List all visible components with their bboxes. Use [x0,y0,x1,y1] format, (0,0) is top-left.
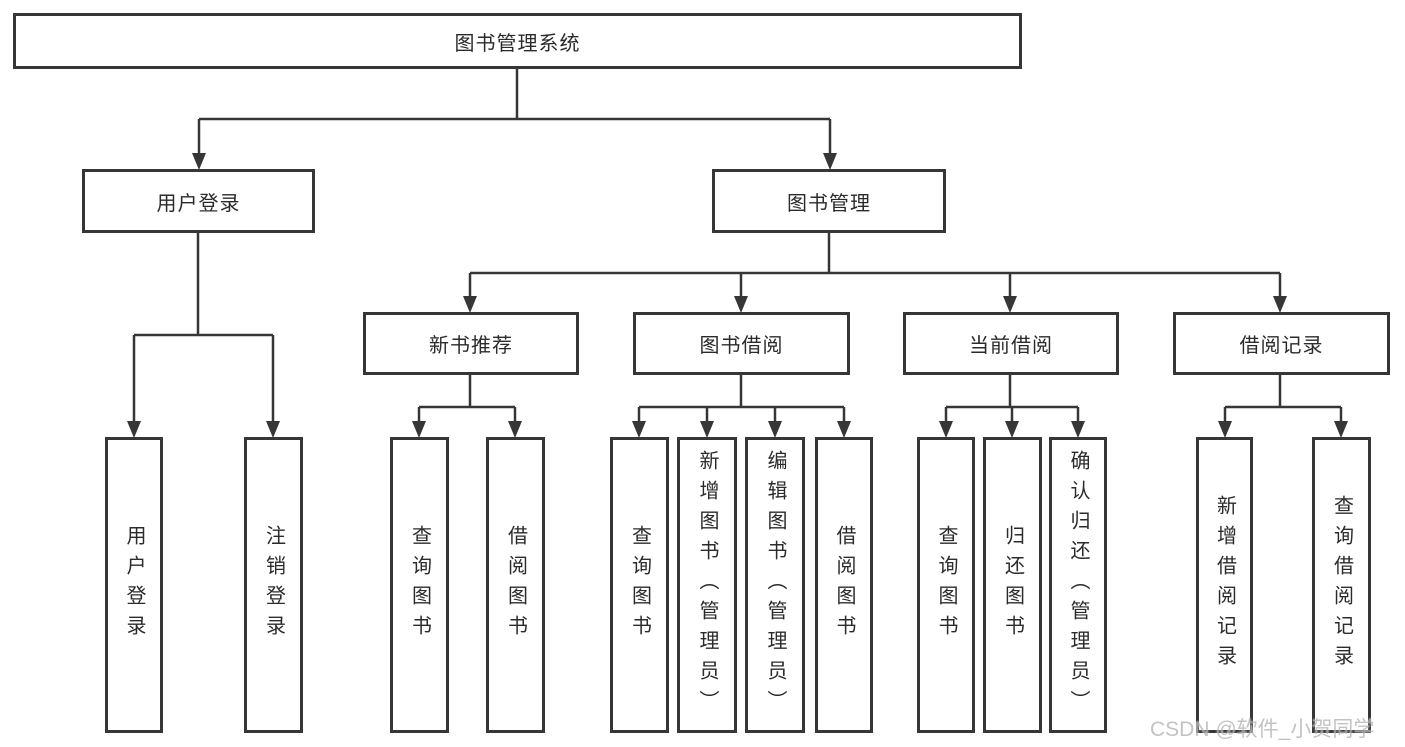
leaf-confirm-return-admin: 确认归还（管理员） [1049,437,1107,733]
leaf-edit-book-admin: 编辑图书（管理员） [745,437,805,733]
node-book-borrowing: 图书借阅 [633,312,850,375]
leaf-edit-book-admin-label: 编辑图书（管理员） [764,450,786,720]
leaf-add-book-admin-label: 新增图书（管理员） [696,450,718,720]
leaf-confirm-return-admin-label: 确认归还（管理员） [1067,450,1089,720]
node-new-book-recommendation: 新书推荐 [363,312,579,375]
leaf-query-books-current: 查询图书 [917,437,975,733]
leaf-add-book-admin: 新增图书（管理员） [677,437,737,733]
leaf-logout: 注销登录 [244,437,303,733]
leaf-return-book-label: 归还图书 [1001,525,1024,645]
leaf-query-books-recommend: 查询图书 [390,437,449,733]
node-user-login: 用户登录 [82,169,315,233]
node-current-borrowing: 当前借阅 [903,312,1119,375]
leaf-logout-label: 注销登录 [262,525,285,645]
node-borrowing-records-label: 借阅记录 [1239,335,1324,357]
leaf-return-book: 归还图书 [983,437,1042,733]
watermark: CSDN @软件_小贺同学 [1150,718,1375,741]
node-book-management-label: 图书管理 [787,192,871,215]
leaf-query-borrow-record-label: 查询借阅记录 [1330,495,1353,675]
leaf-query-books-recommend-label: 查询图书 [408,525,431,645]
node-current-borrowing-label: 当前借阅 [969,335,1053,357]
leaf-user-login: 用户登录 [105,437,163,733]
leaf-user-login-label: 用户登录 [123,525,145,645]
leaf-query-books-borrowing-label: 查询图书 [628,525,651,645]
leaf-borrow-books-recommend-label: 借阅图书 [504,525,527,645]
leaf-add-borrow-record-label: 新增借阅记录 [1213,495,1236,675]
leaf-query-books-current-label: 查询图书 [935,525,957,645]
node-new-book-recommendation-label: 新书推荐 [429,335,513,357]
node-book-borrowing-label: 图书借阅 [699,335,784,357]
leaf-query-borrow-record: 查询借阅记录 [1312,437,1371,733]
leaf-borrow-books: 借阅图书 [815,437,873,733]
leaf-query-books-borrowing: 查询图书 [610,437,669,733]
node-book-management: 图书管理 [712,169,946,233]
node-library-system: 图书管理系统 [13,13,1022,69]
leaf-borrow-books-recommend: 借阅图书 [486,437,545,733]
leaf-add-borrow-record: 新增借阅记录 [1196,437,1253,733]
node-user-login-label: 用户登录 [156,192,241,215]
node-library-system-label: 图书管理系统 [454,32,581,55]
node-borrowing-records: 借阅记录 [1173,312,1390,375]
leaf-borrow-books-label: 借阅图书 [833,525,855,645]
